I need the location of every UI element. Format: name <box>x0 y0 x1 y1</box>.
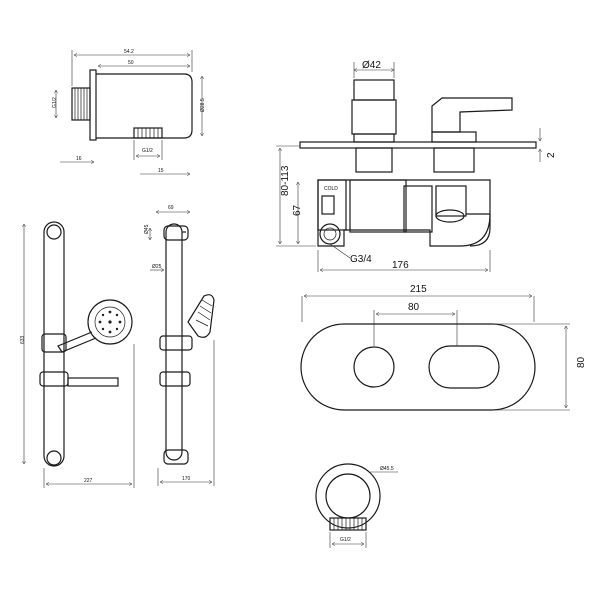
slide-rail-side-view: 69 Ø45 Ø25 170 <box>144 205 215 486</box>
shower-handle <box>57 331 97 353</box>
shower-head <box>87 299 133 345</box>
dim-side-width-label: 170 <box>182 476 191 482</box>
shower-nozzles <box>98 310 122 334</box>
outlet-stub <box>133 127 163 139</box>
rail-side-bar <box>165 223 183 461</box>
outlet-inner-ring <box>325 473 371 519</box>
lever-handle <box>431 97 513 133</box>
outlet-body <box>96 73 193 139</box>
dim-dia-label: Ø28.5 <box>200 98 206 112</box>
holder-side <box>159 335 193 351</box>
wall-outlet-front-view: Ø45.5 G1/2 <box>315 463 398 548</box>
front-knob <box>353 346 395 388</box>
dim-handle-dia-label: Ø42 <box>362 60 381 71</box>
dim-height-label: 80 <box>576 356 587 368</box>
dim-bracket-label: Ø45 <box>144 224 150 234</box>
front-lever <box>428 345 500 389</box>
dim-top-depth-label: 69 <box>168 205 174 211</box>
wall-plate <box>299 141 537 149</box>
dim-outlet-label: G1/2 <box>142 148 153 154</box>
mixer-front-view: 215 80 80 <box>300 284 587 411</box>
mixer-side-view: COLD Ø42 2 80-113 67 G3/4 176 <box>276 60 557 272</box>
outlet-outer-ring <box>315 463 381 529</box>
connection-port <box>319 223 341 245</box>
dim-rail-width-label: 227 <box>84 478 93 484</box>
shower-head-side <box>187 294 215 338</box>
cold-label: COLD <box>324 186 338 192</box>
dim-outlet-dia-label: Ø45.5 <box>380 466 394 472</box>
dim-overall-width-label: 215 <box>410 284 427 295</box>
dim-body-label: 50 <box>128 60 134 66</box>
dim-thread-label: G1/2 <box>52 97 58 108</box>
wall-outlet-side-view: 54.2 50 G1/2 Ø28.5 16 G1/2 15 <box>52 49 206 174</box>
rail-bar <box>43 221 65 467</box>
dim-overall-label: 54.2 <box>124 49 134 55</box>
dim-body-height-label: 67 <box>292 204 303 216</box>
front-plate <box>300 323 536 411</box>
outlet-thread-bottom <box>329 517 367 531</box>
dim-bottom-right-label: 15 <box>158 168 164 174</box>
dim-outlet-thread-label: G1/2 <box>340 537 351 543</box>
dim-center-spacing-label: 80 <box>408 302 420 313</box>
dim-rail-dia-label: Ø25 <box>152 264 162 270</box>
holder-bracket <box>41 333 67 353</box>
dim-width-label: 176 <box>392 260 409 271</box>
left-knob <box>351 99 397 135</box>
dim-connection-label: G3/4 <box>350 254 372 265</box>
dim-rail-height-label: 633 <box>20 335 26 344</box>
dim-bottom-left-label: 16 <box>76 156 82 162</box>
slide-rail-front-view: 633 227 <box>20 221 135 488</box>
left-knob-top <box>353 79 395 101</box>
dim-plate-label: 2 <box>546 152 557 158</box>
soap-bar <box>67 377 119 387</box>
flange <box>89 69 97 141</box>
dim-depth-range-label: 80-113 <box>280 165 291 196</box>
